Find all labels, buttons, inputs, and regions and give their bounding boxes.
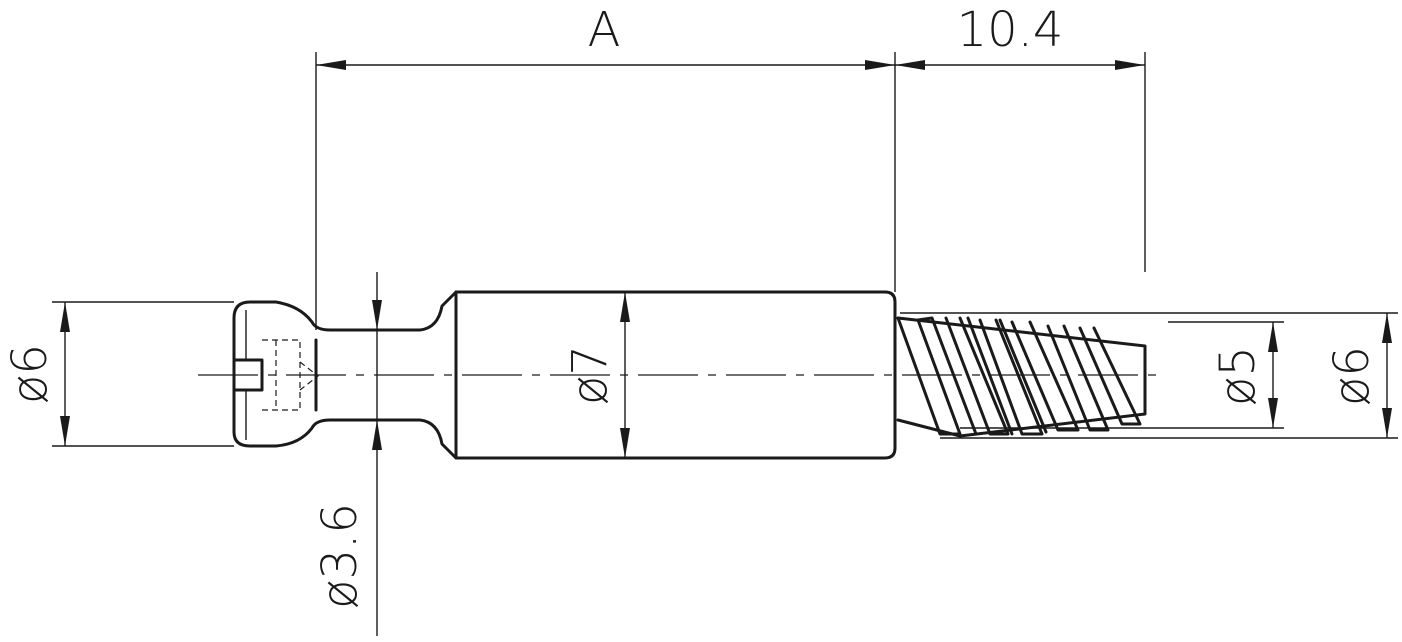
arrow-up (1382, 313, 1392, 343)
dimension-thread-length: 10.4 (895, 2, 1146, 272)
dimension-head-diameter: ø6 (2, 301, 234, 447)
arrow-down (1268, 398, 1278, 428)
threaded-section (896, 316, 1147, 438)
arrow-up (372, 420, 382, 450)
arrow-left (895, 60, 925, 70)
dim-label-body-diameter: ø7 (562, 345, 618, 405)
arrow-down (60, 416, 70, 446)
arrow-down (620, 428, 630, 458)
arrow-right (1115, 60, 1145, 70)
dim-label-thread-length: 10.4 (957, 2, 1064, 58)
dimension-thread-core: ø5 (960, 321, 1284, 429)
arrow-up (620, 292, 630, 322)
dimension-neck-diameter: ø3.6 (312, 272, 382, 636)
arrow-right (865, 60, 895, 70)
dimension-body-diameter: ø7 (562, 292, 630, 458)
arrow-left (316, 60, 346, 70)
thread-flanks (896, 316, 1142, 436)
dim-label-a: A (588, 2, 621, 58)
dimension-thread-outer: ø6 (900, 312, 1398, 439)
arrow-up (1268, 322, 1278, 352)
arrow-down (372, 300, 382, 330)
dim-label-thread-core: ø5 (1210, 346, 1266, 406)
arrow-down (1382, 408, 1392, 438)
head-outline (232, 290, 897, 460)
dim-label-thread-outer: ø6 (1324, 346, 1380, 406)
arrow-up (60, 302, 70, 332)
dimension-a: A (315, 2, 896, 330)
dim-label-neck-diameter: ø3.6 (312, 503, 368, 609)
screwdriver-slot (232, 358, 264, 392)
dim-label-head-diameter: ø6 (2, 344, 58, 404)
